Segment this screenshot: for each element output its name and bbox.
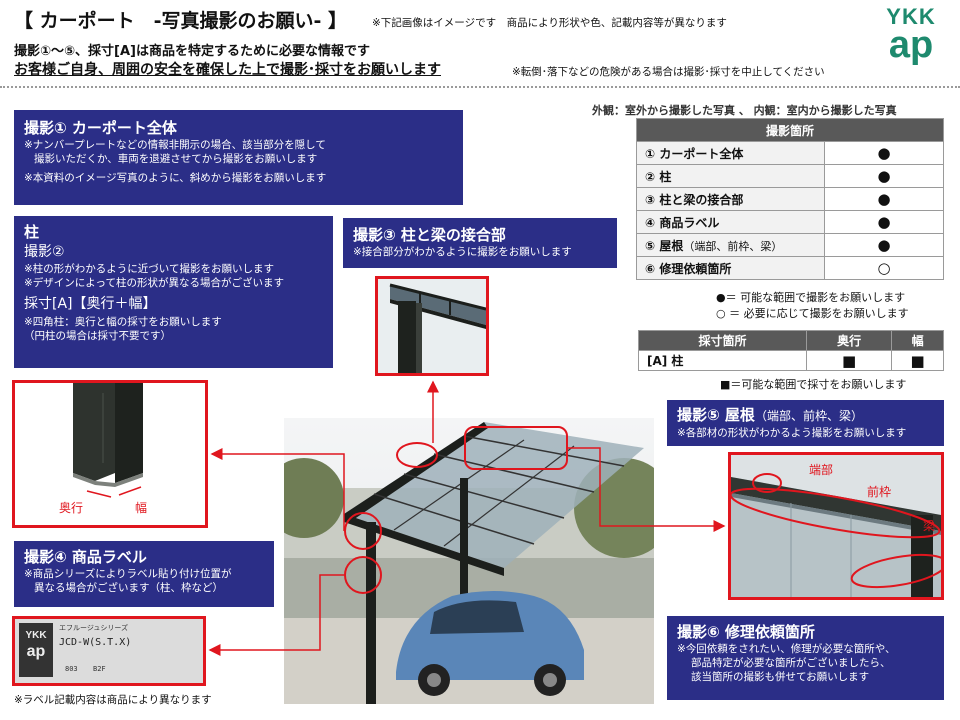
table-row: ⑤ 屋根（端部、前枠、梁） ● [636,233,944,257]
box2-sub: 撮影② [24,244,65,260]
box-pillar-beam-joint: 撮影③ 柱と梁の接合部 ※接合部分がわかるように撮影をお願いします [343,218,617,268]
row-mark: ● [824,187,944,211]
photo-table-note2: ○ ＝ 必要に応じて撮影をお願いします [716,307,909,320]
marker-joint [396,442,438,468]
measure-table: 採寸箇所 奥行 幅 [A] 柱 ■ ■ [638,330,944,371]
legend-text: 外観：室外から撮影した写真 、 内観：室内から撮影した写真 [592,104,897,117]
box-overall-carport: 撮影① カーポート全体 ※ナンバープレートなどの情報非開示の場合、該当部分を隠し… [14,110,463,205]
measure-header-depth: 奥行 [805,330,893,351]
table-row: ④ 商品ラベル ● [636,210,944,234]
pillar-depth-label: 奥行 [59,501,84,515]
label-footnote: ※ラベル記載内容は商品により異なります [14,694,212,706]
roof-illustration [731,473,941,597]
label-photo: YKK ap エフルージュシリーズ JCD-W(S.T.X) 803 B2F [12,616,206,686]
page-header: 【 カーポート -写真撮影のお願い- 】 ※下記画像はイメージです 商品により形… [0,0,960,84]
measure-width-mark: ■ [891,350,944,371]
title-note: ※下記画像はイメージです 商品により形状や色、記載内容等が異なります [372,17,727,29]
box5-note: ※各部材の形状がわかるよう撮影をお願いします [677,427,907,439]
header-line2: お客様ご自身、周囲の安全を確保した上で撮影･採寸をお願いします [14,62,441,78]
marker-roof [464,426,568,470]
row-label: ② 柱 [645,169,672,184]
box6-note1: ※今回依頼をされたい、修理が必要な箇所や、 [677,643,896,655]
roof-beam-label: 梁 [923,519,936,533]
row-label: ③ 柱と梁の接合部 [645,192,744,207]
row-mark: ● [824,210,944,234]
header-line2-note: ※転倒･落下などの危険がある場合は撮影･採寸を中止してください [512,66,825,78]
marker-pillar-top [344,512,382,550]
photo-table-header: 撮影箇所 [636,118,944,142]
logo-text-top: YKK [886,4,936,29]
row-mark: ● [824,164,944,188]
box2-note1: ※柱の形がわかるように近づいて撮影をお願いします [24,263,274,275]
table-row: ① カーポート全体 ● [636,141,944,165]
box-product-label: 撮影④ 商品ラベル ※商品シリーズによりラベル貼り付け位置が 異なる場合がござい… [14,541,274,607]
row-label: ④ 商品ラベル [645,215,720,230]
label-logo: YKK ap [19,623,53,677]
roof-end-label: 端部 [809,463,834,477]
label-logo-top: YKK [25,630,47,641]
measure-depth-mark: ■ [805,350,893,371]
label-logo-bottom: ap [26,643,46,660]
label-line3b: B2F [93,665,106,673]
box3-title: 撮影③ 柱と梁の接合部 [353,226,506,244]
box2-note2: ※デザインによって柱の形状が異なる場合がございます [24,277,284,289]
joint-illustration [389,283,486,373]
measure-header-width: 幅 [891,330,944,351]
pillar-illustration [73,383,143,498]
pillar-width-label: 幅 [135,501,148,515]
box6-note3: 該当箇所の撮影も併せてお願いします [691,671,870,683]
box2-title: 柱 [24,223,40,241]
logo-text-bottom: ap [888,24,934,66]
roof-front-label: 前枠 [867,485,892,499]
page-title: 【 カーポート -写真撮影のお願い- 】 [14,10,348,32]
table-row: ③ 柱と梁の接合部 ● [636,187,944,211]
ykk-ap-logo: YKK ap [880,6,942,68]
measure-table-note: ■＝可能な範囲で採寸をお願いします [720,378,907,391]
label-code: JCD-W(S.T.X) [59,637,132,648]
box1-note2: ※本資料のイメージ写真のように、斜めから撮影をお願いします [24,172,327,184]
box4-title: 撮影④ 商品ラベル [24,548,147,566]
row-mark: ○ [824,256,944,280]
measure-header-location: 採寸箇所 [638,330,807,351]
label-series: エフルージュシリーズ [59,624,129,632]
row-label: ① カーポート全体 [645,146,744,161]
joint-photo [375,276,489,376]
measure-row-label: [A] 柱 [638,350,807,371]
label-line3a: 803 [65,665,78,673]
box1-note1b: 撮影いただくか、車両を退避させてから撮影をお願いします [34,153,318,165]
table-row: ⑥ 修理依頼箇所 ○ [636,256,944,280]
box2-note4: （円柱の場合は採寸不要です） [24,330,171,342]
header-line1: 撮影①～⑤、採寸[A]は商品を特定するために必要な情報です [14,44,370,59]
photo-table: 撮影箇所 ① カーポート全体 ● ② 柱 ● ③ 柱と梁の接合部 ● ④ 商品ラ… [636,118,944,280]
box2-note3: ※四角柱：奥行と幅の採寸をお願いします [24,316,222,328]
box4-note1: ※商品シリーズによりラベル貼り付け位置が [24,568,232,580]
box1-note1: ※ナンバープレートなどの情報非開示の場合、該当部分を隠して [24,139,326,151]
box-pillar: 柱 撮影② ※柱の形がわかるように近づいて撮影をお願いします ※デザインによって… [14,216,333,368]
row-mark: ● [824,233,944,257]
box5-title-sub: （端部、前枠、梁） [754,409,863,423]
box6-title: 撮影⑥ 修理依頼箇所 [677,623,815,641]
row-label: ⑥ 修理依頼箇所 [645,261,732,276]
roof-photo: 端部 前枠 梁 [728,452,944,600]
box1-title: 撮影① カーポート全体 [24,119,177,137]
row-label: ⑤ 屋根 [645,238,684,253]
table-row: ② 柱 ● [636,164,944,188]
box6-note2: 部品特定が必要な箇所がございましたら、 [691,657,891,669]
box3-note: ※接合部分がわかるように撮影をお願いします [353,246,572,258]
photo-table-note1: ●＝ 可能な範囲で撮影をお願いします [716,291,906,304]
marker-pillar-label [344,556,382,594]
table-row: [A] 柱 ■ ■ [638,350,944,371]
header-divider [0,86,960,88]
box-repair-location: 撮影⑥ 修理依頼箇所 ※今回依頼をされたい、修理が必要な箇所や、 部品特定が必要… [667,616,944,700]
row-mark: ● [824,141,944,165]
pillar-photo: 奥行 幅 [12,380,208,528]
box-roof: 撮影⑤ 屋根（端部、前枠、梁） ※各部材の形状がわかるよう撮影をお願いします [667,400,944,446]
box4-note2: 異なる場合がございます（柱、枠など） [34,582,223,594]
box5-title: 撮影⑤ 屋根 [677,406,755,424]
box2-measure: 採寸[A]【奥行＋幅】 [24,296,157,312]
